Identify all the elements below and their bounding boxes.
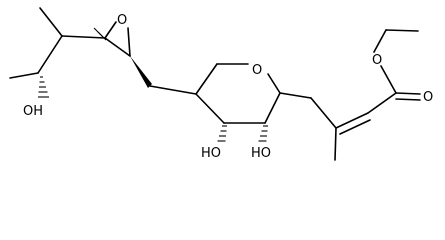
- bond-ethyl-ch3: [385, 29, 419, 32]
- bond-co-double-b: [395, 98, 421, 101]
- bond-epoxide-cc: [104, 37, 131, 57]
- label-hydroxyl-top: OH: [23, 104, 43, 119]
- ring-bond-3: [267, 73, 281, 94]
- bond-chain-b: [61, 35, 106, 39]
- bond-ch2-ring: [149, 85, 197, 95]
- ring-bond-6: [195, 93, 225, 124]
- label-ester-oxygen: O: [372, 53, 382, 68]
- label-hydroxyl-left: HO: [201, 146, 221, 161]
- molecule-diagram: O OH O HO HO O O: [9, 7, 433, 161]
- bond-c-carbonyl: [367, 92, 397, 114]
- ring-bond-4: [264, 92, 281, 124]
- bond-methyl-top: [39, 7, 63, 37]
- bond-chain-a: [37, 35, 63, 74]
- ring-bond-1: [195, 63, 218, 95]
- label-carbonyl-oxygen: O: [423, 90, 433, 105]
- bond-ch2-c: [310, 97, 337, 129]
- label-ring-oxygen: O: [252, 63, 262, 78]
- bond-o-ethyl: [373, 29, 387, 53]
- hashed-bond-ring-oh-left: [217, 125, 227, 142]
- bond-epoxide-co2: [127, 27, 131, 57]
- label-epoxide-oxygen: O: [117, 13, 127, 28]
- hashed-bond-epoxide: [93, 27, 107, 41]
- bond-methyl-left: [9, 72, 39, 79]
- bond-cc-double-b: [339, 119, 371, 135]
- structure-canvas: O OH O HO HO O O: [9, 7, 433, 161]
- bond-epoxide-co1: [104, 21, 117, 39]
- label-hydroxyl-right: HO: [251, 146, 271, 161]
- bond-co-double-a: [395, 92, 421, 95]
- wedge-epoxide: [130, 56, 152, 88]
- bond-c-methyl: [334, 127, 337, 161]
- bond-c-oester: [380, 65, 397, 94]
- hashed-bond-ring-oh-right: [258, 125, 268, 142]
- hashed-bond-oh: [38, 76, 49, 98]
- bond-ring-ch2: [279, 92, 312, 99]
- bond-cc-double-a: [335, 112, 369, 129]
